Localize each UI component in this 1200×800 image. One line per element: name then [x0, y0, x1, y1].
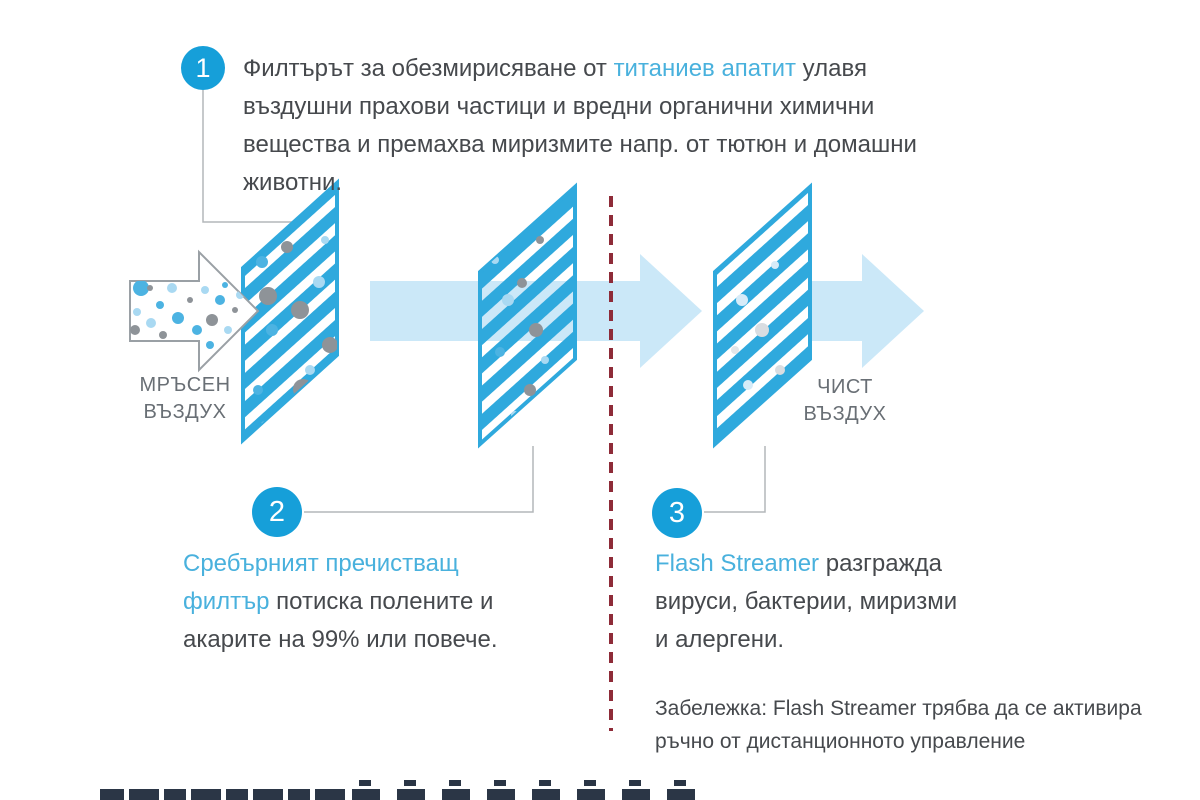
bottom-cutoff-bar — [100, 780, 695, 800]
connector-step1 — [202, 90, 292, 223]
filter-2-particles — [491, 236, 549, 419]
step-3-highlight: Flash Streamer — [655, 550, 820, 577]
step-1-badge: 1 — [181, 46, 225, 90]
step-1-highlight: титаниев апатит — [613, 55, 797, 82]
step-2-text: Сребърният пречистващ филтър потиска пол… — [183, 545, 505, 659]
step-3-number: 3 — [668, 496, 686, 529]
step-2-text-after: потиска полените и акарите на 99% или по… — [183, 588, 498, 653]
step-2-number: 2 — [268, 495, 286, 528]
footnote: Забележка: Flash Streamer трябва да се а… — [655, 697, 1142, 753]
dirty-air-arrow — [129, 249, 260, 373]
step-1-number: 1 — [195, 52, 211, 83]
clean-air-label: ЧИСТ ВЪЗДУХ — [803, 376, 887, 425]
step-1-text-after: улавя въздушни прахови частици и вредни … — [243, 55, 917, 196]
step-3-badge: 3 — [652, 488, 702, 538]
step-3-text-after: разгражда вируси, бактерии, миризми и ал… — [655, 550, 958, 653]
filter-2 — [478, 182, 577, 449]
connector-step3 — [704, 446, 766, 513]
clean-air-arrow — [812, 254, 924, 368]
step-1-text-before: Филтърът за обезмирисяване от — [243, 55, 614, 82]
step-3-text: Flash Streamer разгражда вируси, бактери… — [655, 545, 977, 659]
step-2-badge: 2 — [252, 487, 302, 537]
dirty-air-label: МРЪСЕН ВЪЗДУХ — [139, 374, 231, 423]
step-2-highlight: Сребърният пречистващ филтър — [183, 550, 459, 615]
filter-3 — [713, 182, 812, 449]
step-1-text: Филтърът за обезмирисяване от титаниев а… — [243, 50, 973, 202]
connector-step2 — [304, 446, 534, 513]
